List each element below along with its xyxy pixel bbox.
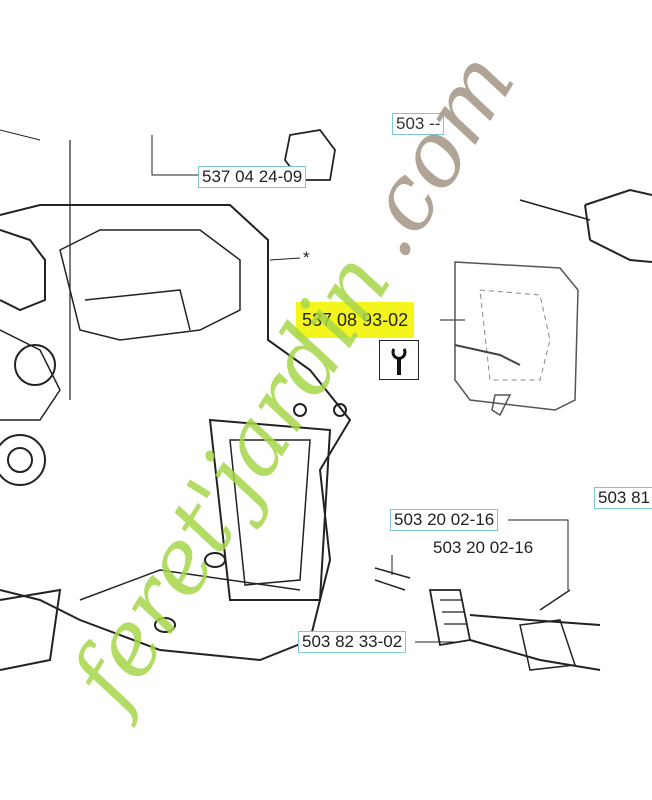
- part-label-503-81-cut[interactable]: 503 81: [594, 487, 652, 509]
- wrench-info-icon: [379, 340, 419, 380]
- part-label-503-20-02-16[interactable]: 503 20 02-16: [433, 538, 534, 557]
- part-label-503-20-02-16-boxed[interactable]: 503 20 02-16: [390, 509, 499, 531]
- asterisk-note: *: [303, 248, 310, 267]
- part-label-537-04-24-09[interactable]: 537 04 24-09: [198, 166, 307, 188]
- part-label-537-08-93-02-highlighted[interactable]: 537 08 93-02: [296, 302, 415, 338]
- part-label-top-cut[interactable]: 503 --: [392, 113, 445, 135]
- part-label-503-82-33-02[interactable]: 503 82 33-02: [298, 631, 407, 653]
